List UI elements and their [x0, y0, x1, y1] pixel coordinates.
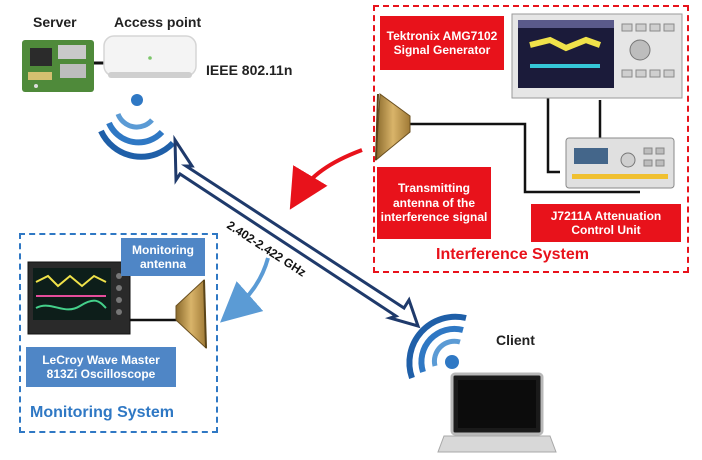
interference-system-title: Interference System: [436, 246, 589, 263]
monitoring-system-title: Monitoring System: [30, 404, 175, 421]
server-label: Server: [33, 14, 77, 30]
monitoring-system-group: [19, 233, 218, 433]
signal-generator-icon: [511, 13, 683, 99]
access-point-icon: [103, 35, 197, 78]
attenuation-unit-label: J7211A Attenuation Control Unit: [531, 204, 681, 242]
interference-antenna-icon: [375, 93, 411, 162]
server-icon: [22, 40, 94, 92]
oscilloscope-icon: [27, 261, 180, 335]
oscilloscope-label: LeCroy Wave Master 813Zi Oscilloscope: [26, 347, 176, 387]
monitoring-antenna-label: Monitoring antenna: [121, 238, 205, 276]
signal-generator-label: Tektronix AMG7102 Signal Generator: [380, 16, 504, 70]
attenuation-unit-icon: [565, 137, 675, 189]
client-label: Client: [496, 332, 535, 348]
transmitting-antenna-label: Transmitting antenna of the interference…: [377, 167, 491, 239]
monitoring-antenna-icon: [175, 278, 207, 350]
wireless-link-arrow: [173, 134, 421, 329]
protocol-label: IEEE 802.11n: [206, 62, 293, 78]
access-point-label: Access point: [114, 14, 202, 30]
monitoring-blue-arrow: [220, 257, 270, 323]
laptop-icon: [437, 372, 557, 453]
client-wifi-icon: [406, 313, 467, 379]
interference-system-group: [373, 5, 689, 273]
interference-cables: [408, 95, 640, 194]
access-point-wifi-icon: [98, 94, 176, 160]
interference-red-arrow: [289, 148, 363, 210]
